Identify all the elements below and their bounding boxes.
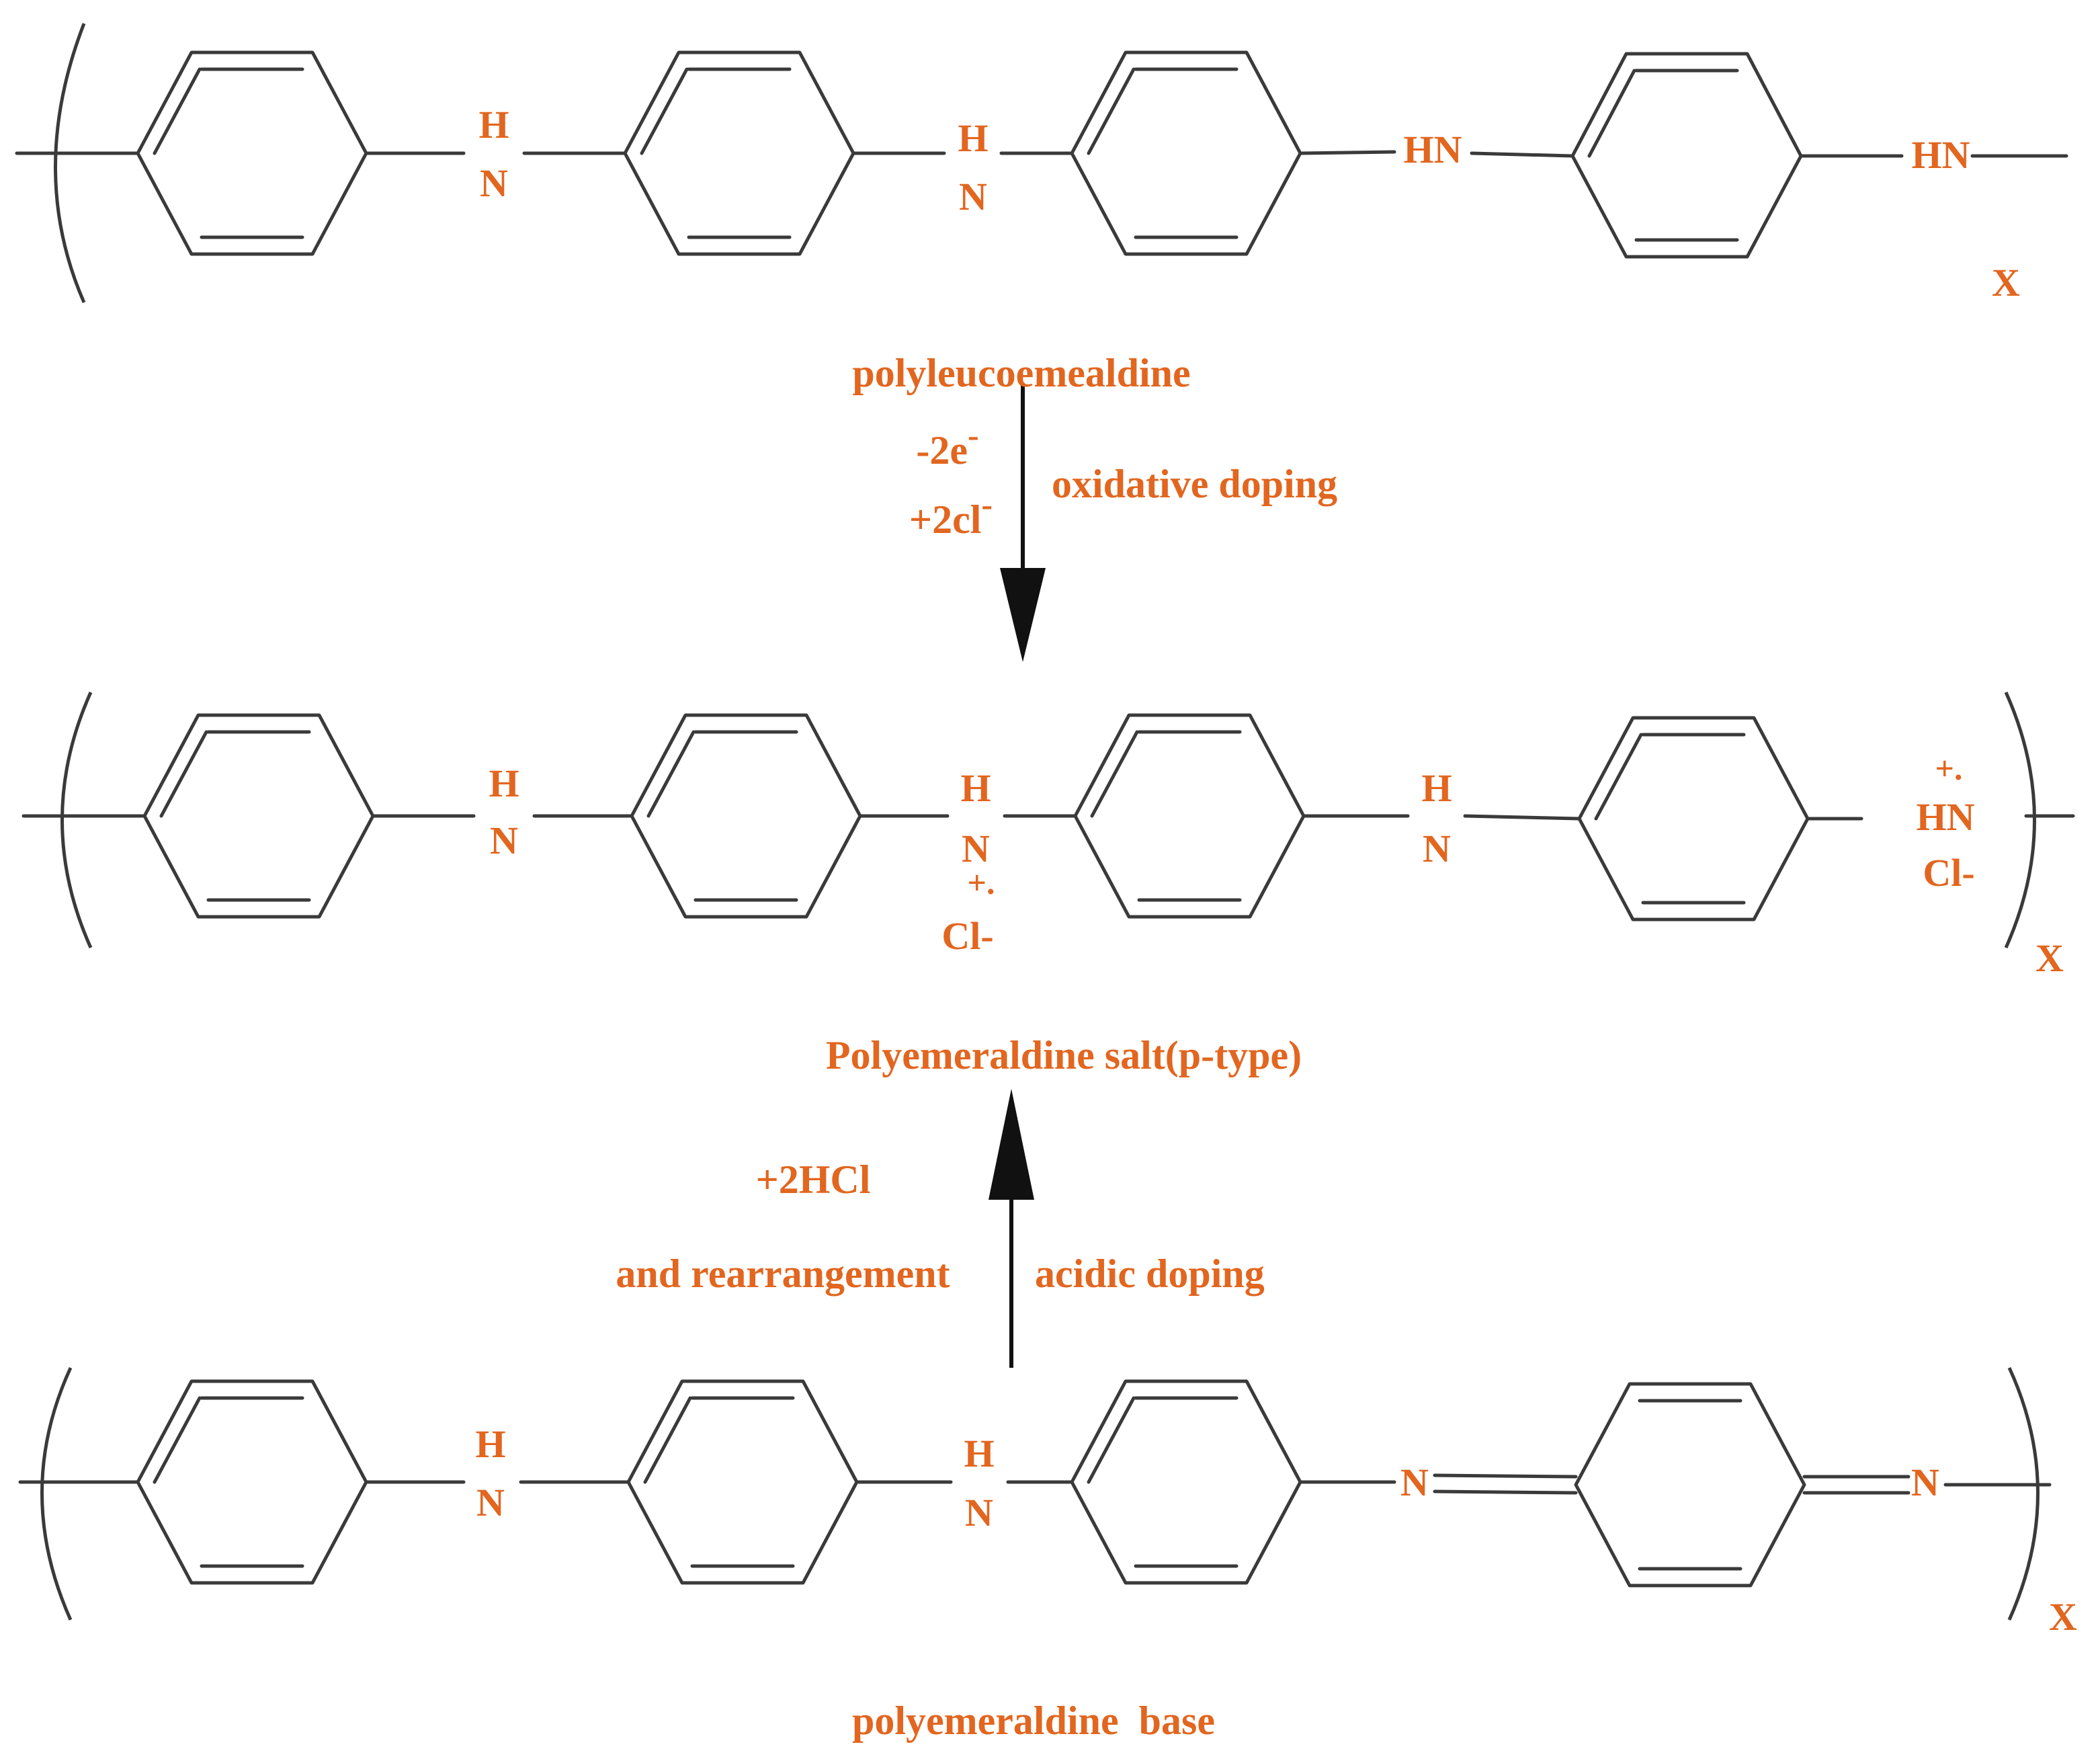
nh-group-h: H (475, 1422, 505, 1466)
benzene-ring (630, 713, 862, 919)
emeraldine-salt-chain: H N H N +. Cl- H N +. (22, 691, 2075, 980)
nh-group-h: H (964, 1432, 994, 1475)
nh-group-n: N (962, 827, 990, 870)
polyleucoemealdine-label: polyleucoemealdine (852, 351, 1190, 395)
quinoid-ring (1574, 1382, 1806, 1588)
imine-n-label: N (1911, 1461, 1939, 1504)
hn-group: HN (1404, 128, 1462, 171)
nh-group-n: N (959, 175, 987, 218)
benzene-ring (626, 1379, 859, 1585)
chloride-label: Cl- (941, 914, 993, 958)
right-bracket (2004, 691, 2036, 949)
left-bracket (40, 1366, 73, 1621)
benzene-ring (1570, 52, 1803, 259)
radical-cation-label: +. (1935, 749, 1963, 787)
left-bracket (60, 691, 93, 949)
repeat-unit-x: X (2049, 1595, 2077, 1639)
polyemeraldine-base-label: polyemeraldine base (852, 1698, 1215, 1743)
nh-group-n: N (476, 1481, 505, 1524)
left-bracket (54, 23, 86, 303)
nh-group-n: N (480, 161, 508, 205)
nh-group-h: H (1421, 766, 1452, 810)
benzene-ring (1577, 716, 1810, 921)
hn-group: HN (1912, 133, 1970, 177)
nh-group-h: H (958, 116, 988, 160)
chloride-label: Cl- (1923, 851, 1974, 895)
oxidative-doping-arrow (1000, 383, 1046, 662)
and-rearrangement-label: and rearrangement (616, 1252, 950, 1296)
radical-cation-label: +. (968, 864, 995, 901)
plus-2hcl-label: +2HCl (756, 1157, 871, 1202)
polyemeraldine-salt-label: Polyemeraldine salt(p-type) (826, 1033, 1302, 1077)
nh-group-h: H (478, 103, 509, 147)
imine-double-bond (1433, 1473, 1578, 1479)
benzene-ring (136, 50, 368, 256)
benzene-ring (1073, 713, 1306, 919)
right-bracket (2007, 1366, 2040, 1621)
repeat-unit-x: X (1992, 261, 2020, 304)
plus-2cl-label: +2cl- (909, 485, 993, 542)
repeat-unit-x: X (2035, 936, 2064, 980)
benzene-ring (1070, 50, 1302, 256)
benzene-ring (1070, 1379, 1302, 1585)
emeraldine-base-chain: H N H N N N X (18, 1366, 2077, 1639)
nh-group-n: N (1423, 827, 1451, 870)
nh-group-h: H (489, 762, 519, 805)
leucoemeraldine-chain: H N H N HN HN X (15, 23, 2068, 304)
benzene-ring (623, 50, 855, 256)
nh-group-n: N (490, 819, 518, 862)
acidic-doping-label: acidic doping (1035, 1252, 1265, 1296)
imine-n-label: N (1400, 1461, 1429, 1504)
benzene-ring (136, 1379, 368, 1585)
minus-2e-label: -2e- (916, 416, 978, 473)
hn-group: HN (1917, 795, 1975, 839)
nh-group-n: N (965, 1491, 993, 1534)
benzene-ring (142, 713, 375, 919)
acidic-doping-arrow (989, 1089, 1034, 1368)
nh-group-h: H (960, 766, 991, 810)
oxidative-doping-label: oxidative doping (1052, 462, 1337, 506)
